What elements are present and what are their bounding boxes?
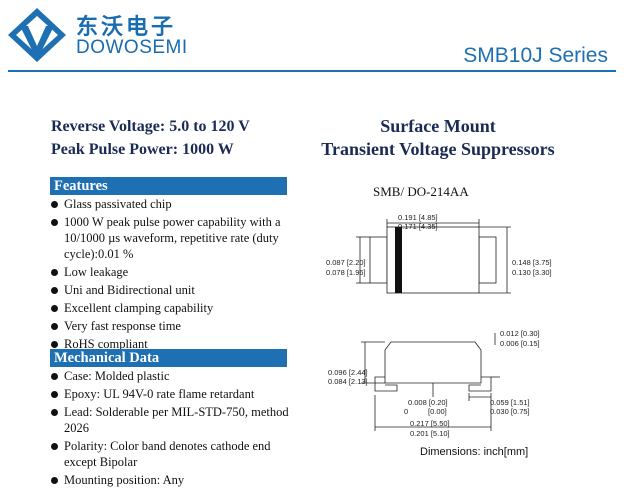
company-name-cn: 东沃电子 [76,14,177,40]
mechanical-heading: Mechanical Data [50,349,287,367]
list-item: Case: Molded plastic [50,368,290,384]
dim-right-height-max: 0.148 [3.75] [512,258,552,267]
list-item: Epoxy: UL 94V-0 rate flame retardant [50,386,290,402]
header-divider [8,70,616,72]
list-item: Low leakage [50,264,290,280]
product-title-line2: Transient Voltage Suppressors [321,139,555,159]
list-item: Glass passivated chip [50,196,290,212]
list-item: Polarity: Color band denotes cathode end… [50,438,290,470]
package-drawing [356,219,511,431]
features-heading: Features [50,177,287,195]
list-item: Mounting position: Any [50,472,290,488]
features-list: Glass passivated chip 1000 W peak pulse … [50,196,290,352]
peak-power-spec: Peak Pulse Power: 1000 W [51,141,234,158]
package-name: SMB/ DO-214AA [373,184,469,199]
dim-lead-thickness-min: 0.006 [0.15] [500,339,540,348]
dim-total-width-min: 0.201 [5.10] [410,429,450,438]
dimensions-units-note: Dimensions: inch[mm] [420,446,529,458]
dim-lead-length-max: 0.059 [1.51] [490,398,530,407]
logo-icon [8,8,66,62]
list-item: RoHS compliant [50,336,290,352]
cathode-band [395,227,402,293]
list-item: Uni and Bidirectional unit [50,282,290,298]
dim-side-height-max: 0.096 [2.44] [328,368,368,377]
dim-top-width-min: 0.171 [4.35] [398,222,438,231]
dim-total-width-max: 0.217 [5.50] [410,419,450,428]
dim-left-height-min: 0.078 [1.96] [326,268,366,277]
company-logo [6,6,68,64]
dim-left-height-max: 0.087 [2.20] [326,258,366,267]
dim-lead-length-min: 0.030 [0.75] [490,407,530,416]
dim-standoff-min-mm: [0.00] [428,407,447,416]
company-name-en: DOWOSEMI [76,37,188,58]
list-item: 1000 W peak pulse power capability with … [50,214,290,262]
dim-side-height-min: 0.084 [2.13] [328,377,368,386]
series-title: SMB10J Series [463,44,608,67]
product-title-line1: Surface Mount [380,116,496,136]
mechanical-list: Case: Molded plastic Epoxy: UL 94V-0 rat… [50,368,290,488]
list-item: Very fast response time [50,318,290,334]
dim-top-width-max: 0.191 [4.85] [398,213,438,222]
list-item: Lead: Solderable per MIL-STD-750, method… [50,404,290,436]
dim-right-height-min: 0.130 [3.30] [512,268,552,277]
list-item: Excellent clamping capability [50,300,290,316]
dim-lead-thickness-max: 0.012 [0.30] [500,329,540,338]
reverse-voltage-spec: Reverse Voltage: 5.0 to 120 V [51,118,250,135]
dim-standoff-max: 0.008 [0.20] [408,398,448,407]
dim-standoff-min: 0 [404,407,409,416]
